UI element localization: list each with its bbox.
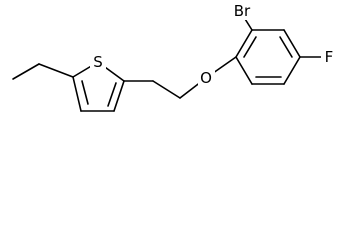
bond-c4ar-c5ar [283, 56, 301, 85]
bond-c2-c3-double [107, 82, 117, 107]
oxygen-label-bg [198, 68, 215, 88]
bond-ethyl-ch3-ch2 [12, 63, 40, 80]
bond-c1-c2ar [235, 29, 253, 58]
oxygen-atom-label: O [200, 69, 212, 87]
fluorine-atom-label: F [325, 48, 334, 66]
bond-c3ar-c4ar [283, 29, 301, 58]
fluorine-label-bg [321, 47, 337, 67]
bond-c4-c5 [72, 76, 82, 112]
structure-diagram: S O Br F [12, 2, 337, 112]
bromine-atom-label: Br [234, 2, 251, 20]
bond-c1-c2ar-double [243, 36, 257, 58]
sulfur-atom-label: S [93, 53, 103, 71]
bromine-label-bg [230, 2, 254, 20]
bond-c3ar-c4ar-double [279, 36, 293, 58]
bond-c2-c3 [113, 80, 125, 112]
sulfur-label-bg [90, 52, 106, 72]
bond-c6ar-c1 [235, 56, 253, 85]
bond-c4-c5-double [81, 80, 89, 105]
bond-ethyl-ch2-c5 [38, 63, 74, 78]
bond-ch2-ch2linker [152, 80, 181, 99]
